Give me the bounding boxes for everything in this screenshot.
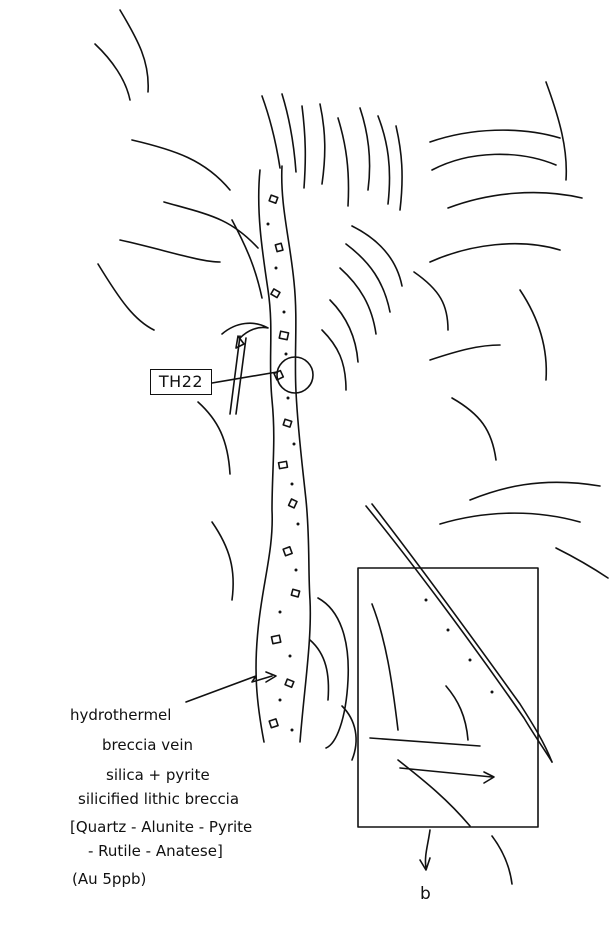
inset-clasts	[425, 599, 494, 694]
sample-label-box: TH22	[150, 369, 212, 395]
breccia-vein-leader	[370, 738, 494, 783]
sample-leader-line	[212, 372, 277, 383]
label-mineral-assemblage-2: - Rutile - Anatese]	[88, 844, 223, 859]
inset-box	[358, 568, 538, 827]
sample-label: TH22	[159, 374, 203, 390]
label-breccia-vein: breccia vein	[102, 738, 193, 753]
hydrothermal-leader	[186, 672, 276, 702]
fracture-lines	[262, 94, 402, 390]
label-mineral-assemblage-1: [Quartz - Alunite - Pyrite	[70, 820, 252, 835]
outcrop-contours	[95, 10, 608, 600]
label-silica-pyrite: silica + pyrite	[106, 768, 210, 783]
breccia-vein	[256, 166, 310, 742]
label-silicified-breccia: silicified lithic breccia	[78, 792, 239, 807]
breccia-clasts	[267, 195, 300, 731]
hammer-icon	[222, 323, 268, 414]
label-gold-assay: (Au 5ppb)	[72, 872, 146, 887]
label-hydrothermal: hydrothermel	[70, 708, 171, 723]
inset-arrow	[420, 830, 430, 870]
lower-lobe	[310, 598, 356, 760]
inset-label: b	[420, 886, 431, 903]
